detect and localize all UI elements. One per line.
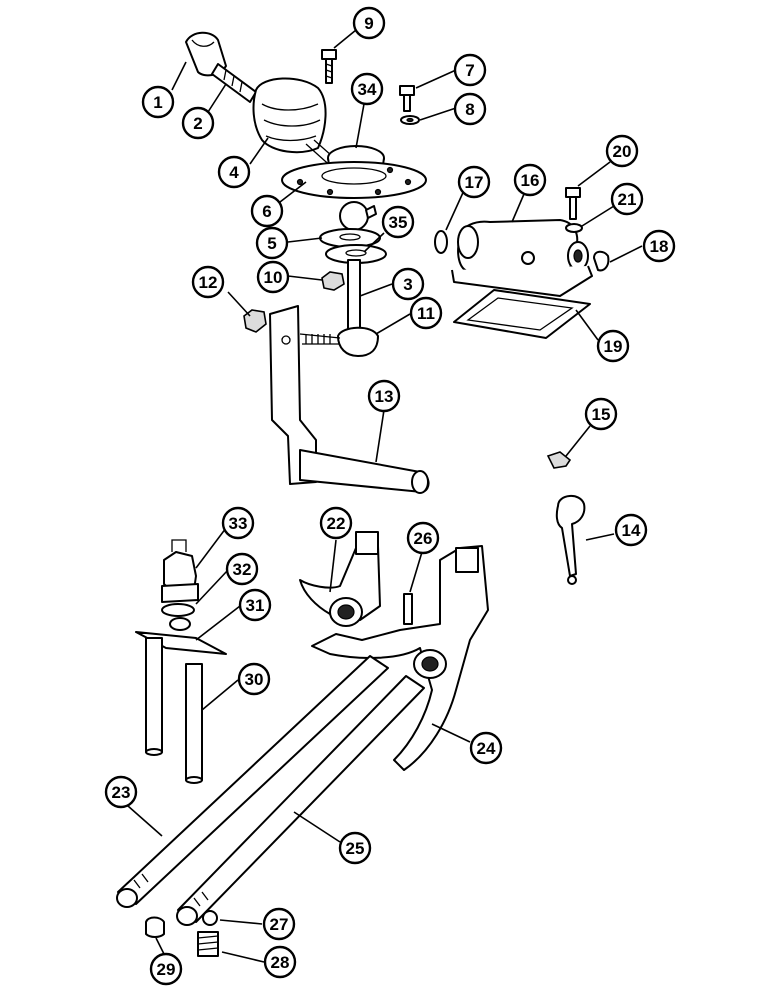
callouts: 1 2 3 4 5 6 7 8 9 10 11 12 13 14 15 16 1… bbox=[104, 6, 676, 986]
callout-9: 9 bbox=[352, 6, 386, 40]
svg-text:16: 16 bbox=[521, 171, 540, 190]
svg-text:10: 10 bbox=[264, 268, 283, 287]
callout-35: 35 bbox=[381, 205, 415, 239]
svg-text:22: 22 bbox=[327, 514, 346, 533]
svg-text:19: 19 bbox=[604, 337, 623, 356]
svg-text:29: 29 bbox=[157, 960, 176, 979]
svg-text:17: 17 bbox=[465, 173, 484, 192]
svg-text:20: 20 bbox=[613, 142, 632, 161]
svg-text:33: 33 bbox=[229, 514, 248, 533]
svg-text:5: 5 bbox=[267, 234, 276, 253]
callout-2: 2 bbox=[181, 106, 215, 140]
callout-16: 16 bbox=[513, 163, 547, 197]
callout-25: 25 bbox=[338, 831, 372, 865]
svg-text:14: 14 bbox=[622, 521, 641, 540]
callout-21: 21 bbox=[610, 182, 644, 216]
callout-22: 22 bbox=[319, 506, 353, 540]
svg-text:23: 23 bbox=[112, 783, 131, 802]
svg-text:21: 21 bbox=[618, 190, 637, 209]
selector-forks-rails bbox=[116, 531, 489, 926]
callout-30: 30 bbox=[237, 662, 271, 696]
svg-text:30: 30 bbox=[245, 670, 264, 689]
callout-27: 27 bbox=[262, 907, 296, 941]
svg-text:26: 26 bbox=[414, 529, 433, 548]
svg-text:2: 2 bbox=[193, 114, 202, 133]
svg-text:1: 1 bbox=[153, 93, 162, 112]
callout-3: 3 bbox=[391, 267, 425, 301]
callout-14: 14 bbox=[614, 513, 648, 547]
callout-10: 10 bbox=[256, 260, 290, 294]
callout-7: 7 bbox=[453, 53, 487, 87]
svg-text:4: 4 bbox=[229, 163, 239, 182]
svg-text:27: 27 bbox=[270, 915, 289, 934]
svg-text:3: 3 bbox=[403, 275, 412, 294]
svg-text:9: 9 bbox=[364, 14, 373, 33]
svg-text:13: 13 bbox=[375, 387, 394, 406]
svg-text:6: 6 bbox=[262, 202, 271, 221]
svg-text:11: 11 bbox=[417, 304, 435, 323]
callout-32: 32 bbox=[225, 552, 259, 586]
svg-text:31: 31 bbox=[246, 596, 265, 615]
shift-linkage bbox=[243, 305, 430, 494]
callout-13: 13 bbox=[367, 379, 401, 413]
svg-text:28: 28 bbox=[271, 953, 290, 972]
callout-17: 17 bbox=[457, 165, 491, 199]
callout-5: 5 bbox=[255, 226, 289, 260]
switch-assembly bbox=[135, 539, 227, 784]
callout-20: 20 bbox=[605, 134, 639, 168]
callout-31: 31 bbox=[238, 588, 272, 622]
callout-28: 28 bbox=[263, 945, 297, 979]
svg-text:25: 25 bbox=[346, 839, 365, 858]
callout-19: 19 bbox=[596, 329, 630, 363]
callout-12: 12 bbox=[191, 265, 225, 299]
callout-24: 24 bbox=[469, 731, 503, 765]
callout-15: 15 bbox=[584, 397, 618, 431]
callout-34: 34 bbox=[350, 72, 384, 106]
svg-text:35: 35 bbox=[389, 213, 408, 232]
callout-6: 6 bbox=[250, 194, 284, 228]
callout-23: 23 bbox=[104, 775, 138, 809]
svg-text:8: 8 bbox=[465, 100, 474, 119]
callout-11: 11 bbox=[409, 296, 443, 330]
callout-33: 33 bbox=[221, 506, 255, 540]
callout-1: 1 bbox=[141, 85, 175, 119]
callout-4: 4 bbox=[217, 155, 251, 189]
svg-text:34: 34 bbox=[358, 80, 377, 99]
svg-text:7: 7 bbox=[465, 61, 474, 80]
detent-parts bbox=[145, 910, 219, 957]
callout-8: 8 bbox=[453, 92, 487, 126]
svg-text:18: 18 bbox=[650, 237, 669, 256]
leader-lines bbox=[127, 29, 643, 963]
svg-text:15: 15 bbox=[592, 405, 611, 424]
svg-text:24: 24 bbox=[477, 739, 496, 758]
cover-housing bbox=[434, 187, 610, 339]
svg-text:32: 32 bbox=[233, 560, 252, 579]
callout-26: 26 bbox=[406, 521, 440, 555]
callout-18: 18 bbox=[642, 229, 676, 263]
selector-lever-parts bbox=[546, 451, 586, 585]
svg-text:12: 12 bbox=[199, 273, 218, 292]
callout-29: 29 bbox=[149, 952, 183, 986]
gear-lever-assembly bbox=[185, 31, 427, 357]
